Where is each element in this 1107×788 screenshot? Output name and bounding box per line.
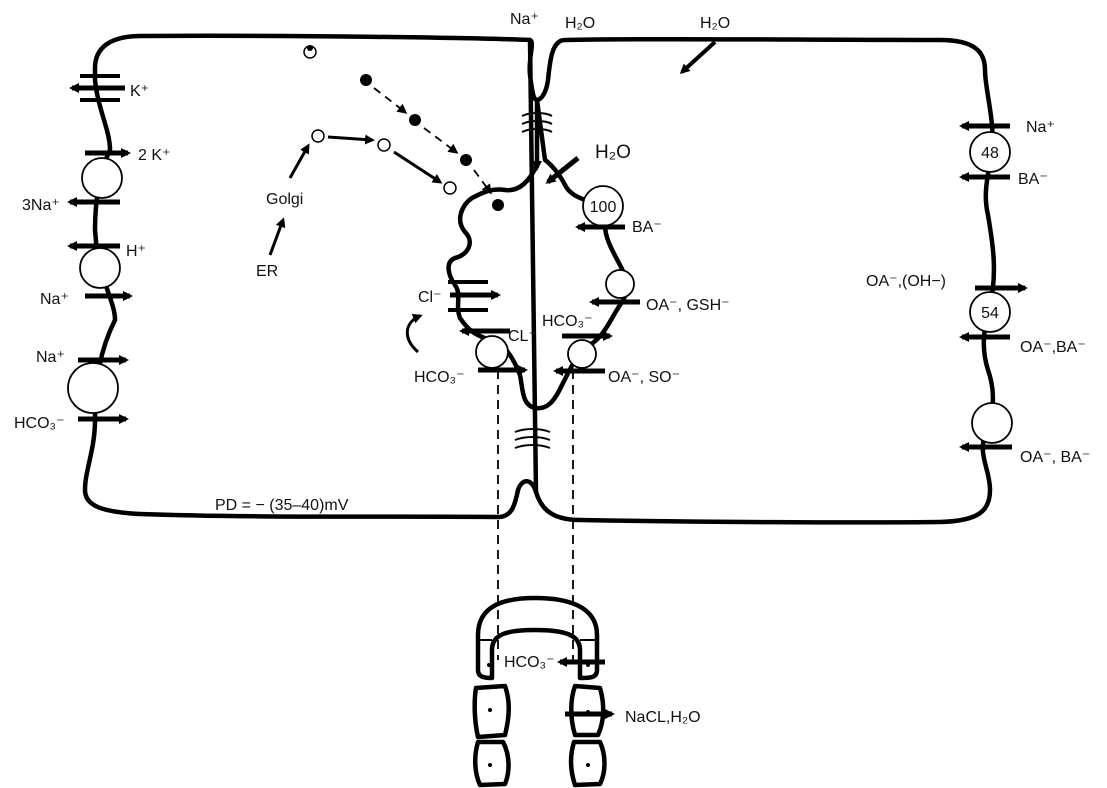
tight-junction-bottom [515, 429, 550, 448]
carrier-100-label: 100 [590, 199, 617, 216]
h2o-top-label: H₂O [565, 15, 595, 32]
left-cell-membrane [85, 36, 536, 517]
oa-gsh-transporter [592, 270, 640, 302]
oatp-transporter-54: 54 [962, 288, 1025, 337]
oa-ba-1-label: OA⁻,BA⁻ [1020, 339, 1086, 356]
golgi-label: Golgi [266, 191, 303, 208]
ntcp-transporter-48: 48 [962, 126, 1010, 177]
three-na-label: 3Na⁺ [22, 197, 60, 214]
h-plus-label: H⁺ [126, 243, 146, 260]
ba-transporter-100: 100 [578, 186, 625, 227]
na-mid-label: Na⁺ [40, 291, 69, 308]
hco3-oa-exchanger [556, 336, 610, 371]
carrier-54-label: 54 [981, 305, 999, 322]
oa-gsh-label: OA⁻, GSH⁻ [646, 297, 730, 314]
hco3-basolat-label: HCO₃⁻ [14, 415, 65, 432]
oa-so-label: OA⁻, SO⁻ [608, 369, 680, 386]
na-right-label: Na⁺ [1026, 119, 1055, 136]
vesicle-trafficking [270, 45, 504, 255]
hco3-canal-label: HCO₃⁻ [542, 313, 593, 330]
na-k-pump [70, 153, 128, 202]
duct-cell-left-2 [475, 742, 508, 785]
hco3-duct-label: HCO₃⁻ [504, 654, 555, 671]
pd-label: PD = − (35–40)mV [215, 497, 349, 514]
cl-exchanger-label: CL⁻ [508, 328, 537, 345]
cl-channel-label: Cl⁻ [418, 289, 442, 306]
duct-cell-left-1 [475, 686, 509, 737]
carrier-48-label: 48 [981, 145, 999, 162]
oa-ba-transporter [962, 403, 1012, 447]
h2o-top-right-label: H₂O [700, 15, 730, 32]
na-hco3-cotransporter [68, 360, 126, 419]
na-top-label: Na⁺ [510, 11, 539, 28]
nacl-h2o-label: NaCL,H₂O [625, 709, 701, 726]
bile-duct [475, 598, 605, 785]
two-k-label: 2 K⁺ [138, 147, 170, 164]
ba-canal-label: BA⁻ [632, 219, 662, 236]
er-label: ER [256, 263, 278, 280]
h2o-canal-label: H₂O [595, 142, 631, 163]
k-label: K⁺ [130, 83, 149, 100]
na-h-exchanger [70, 246, 130, 296]
oa-oh-label: OA⁻,(OH−) [866, 273, 946, 290]
hco3-canal2-label: HCO₃⁻ [414, 369, 465, 386]
na-low-label: Na⁺ [36, 349, 65, 366]
oa-ba-2-label: OA⁻, BA⁻ [1020, 449, 1090, 466]
h2o-top-right-arrow [682, 42, 715, 72]
ba-right-label: BA⁻ [1018, 171, 1048, 188]
